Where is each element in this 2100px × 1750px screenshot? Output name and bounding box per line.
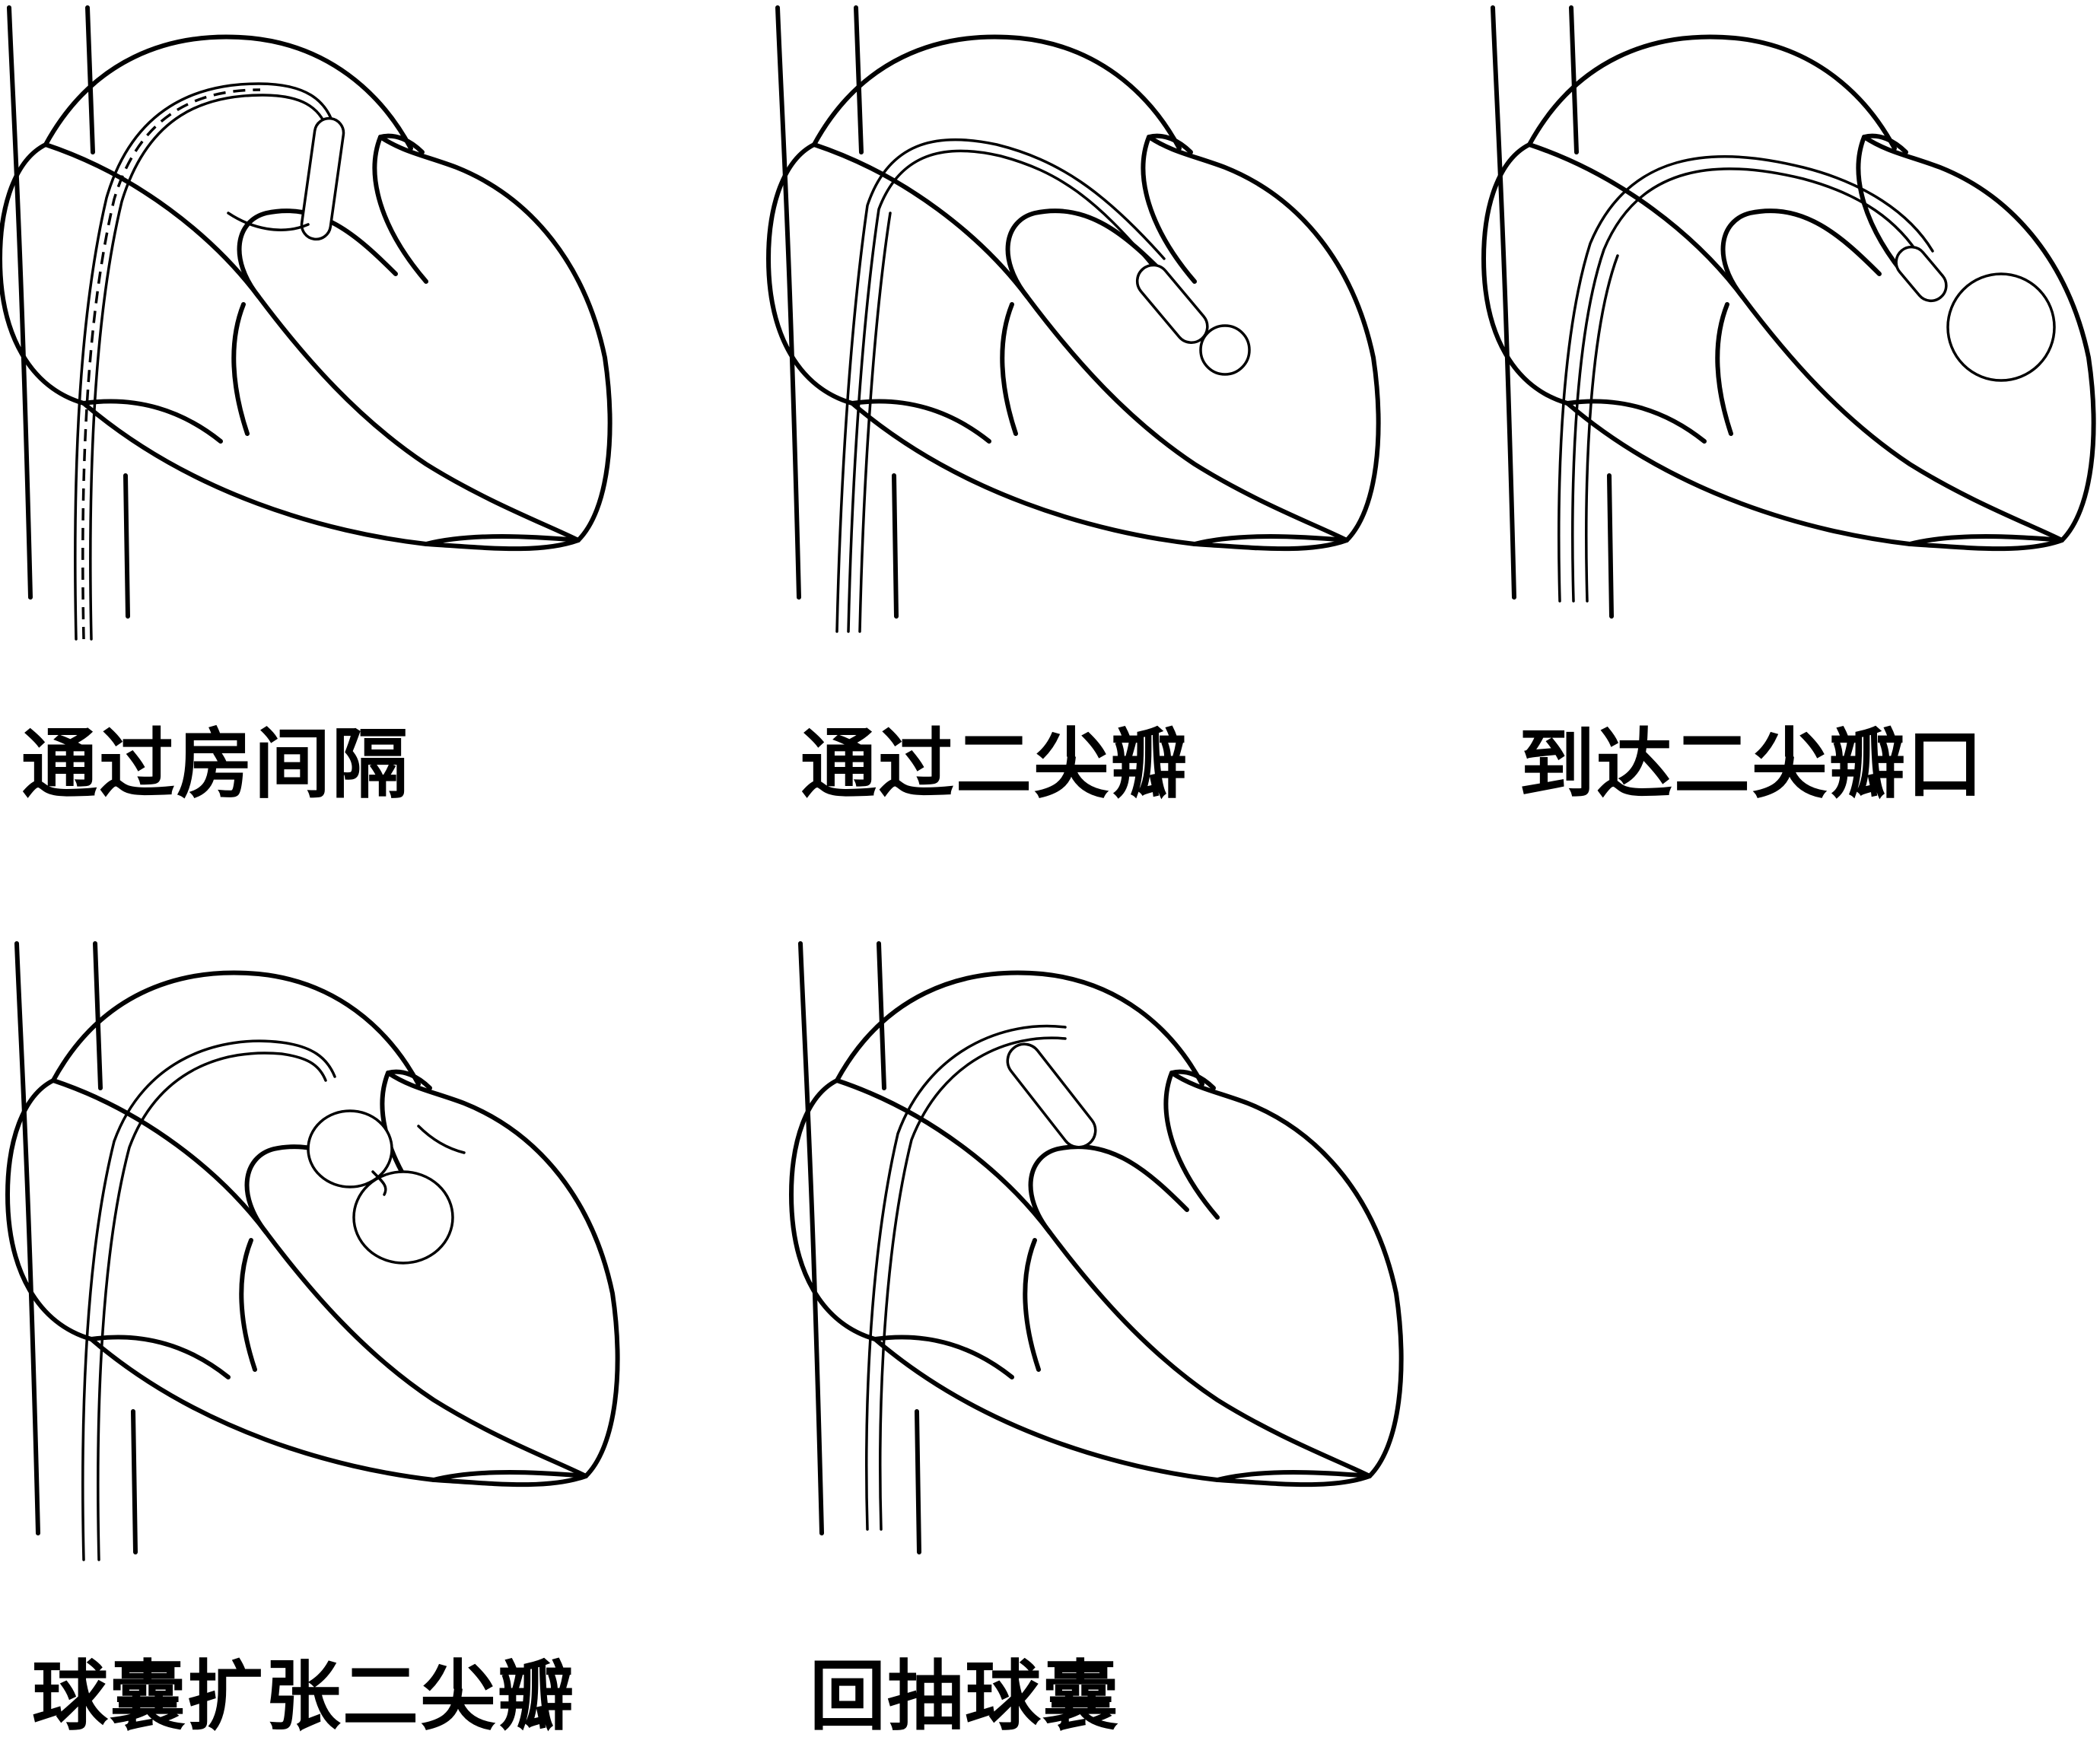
panel-at-orifice [1484, 8, 2094, 616]
caption-through-valve: 通过二尖瓣 [800, 720, 1188, 809]
panel-septum [0, 8, 610, 641]
panel-withdraw [791, 943, 1402, 1552]
panel-dilation [8, 943, 618, 1561]
panel-through-valve [768, 8, 1379, 633]
caption-dilation: 球囊扩张二尖瓣 [32, 1652, 575, 1741]
caption-septum: 通过房间隔 [21, 720, 409, 809]
caption-at-orifice: 到达二尖瓣口 [1519, 720, 1984, 809]
caption-withdraw: 回抽球囊 [810, 1652, 1120, 1741]
